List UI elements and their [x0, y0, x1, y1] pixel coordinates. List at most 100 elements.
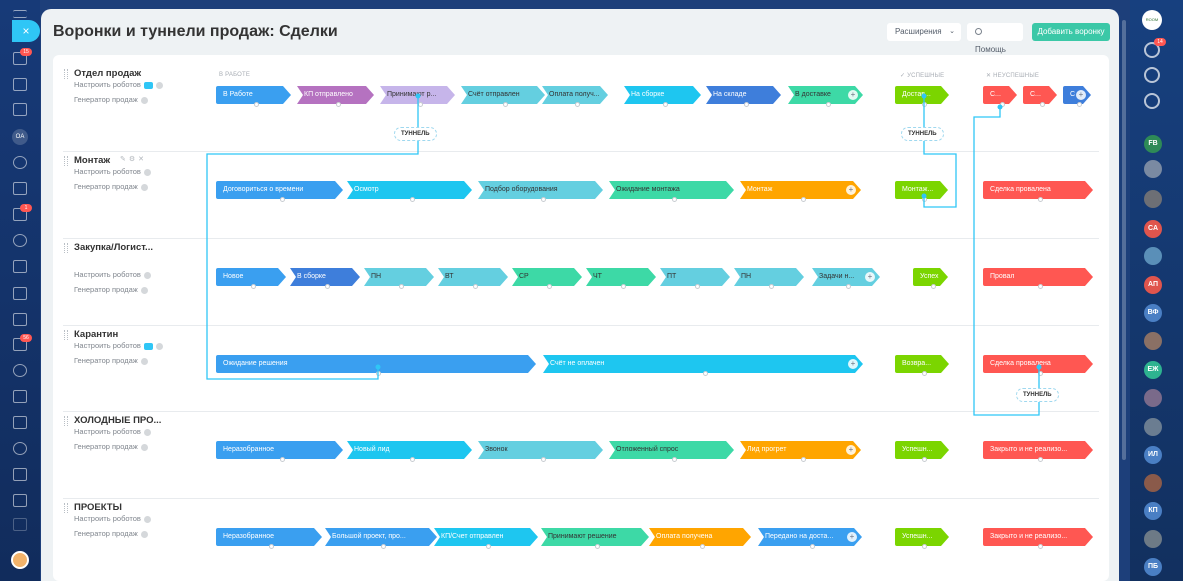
help-icon[interactable] — [155, 81, 163, 89]
robots-link[interactable]: Настроить роботов — [74, 427, 151, 436]
stage-handle[interactable] — [409, 197, 415, 202]
apps-icon[interactable] — [13, 442, 27, 455]
file-icon[interactable] — [13, 260, 27, 273]
help-icon[interactable] — [155, 342, 163, 350]
help-icon[interactable] — [140, 183, 148, 191]
stage[interactable]: В Работе — [216, 86, 291, 104]
funnel-name[interactable]: ХОЛОДНЫЕ ПРО... — [74, 415, 162, 426]
avatar[interactable]: ПБ — [1144, 558, 1162, 576]
stage-handle[interactable] — [1000, 102, 1005, 107]
stage[interactable]: На сборке — [624, 86, 701, 104]
stage[interactable]: Осмотр — [347, 181, 472, 199]
stage[interactable]: ПН — [364, 268, 434, 286]
avatar[interactable] — [1144, 418, 1162, 436]
robots-link[interactable]: Настроить роботов — [74, 341, 163, 350]
stage[interactable]: Передано на доста...+ — [758, 528, 862, 546]
stage-handle[interactable] — [671, 197, 677, 202]
help-icon[interactable] — [140, 357, 148, 365]
robots-link[interactable]: Настроить роботов — [74, 167, 151, 176]
fail-stage[interactable]: С... — [1023, 86, 1057, 104]
avatar[interactable]: FB — [1144, 135, 1162, 153]
stage-handle[interactable] — [810, 544, 815, 549]
company-logo[interactable]: ROOM — [1142, 10, 1162, 30]
fail-stage[interactable]: Сделка провалена — [983, 355, 1093, 373]
stage-handle[interactable] — [486, 544, 491, 549]
generator-link[interactable]: Генератор продаж — [74, 182, 148, 191]
stage-handle[interactable] — [922, 457, 927, 462]
stage-handle[interactable] — [621, 284, 626, 289]
drag-handle-icon[interactable] — [64, 156, 68, 166]
tasks-icon[interactable] — [13, 103, 27, 116]
tunnel-label[interactable]: ТУННЕЛЬ — [1016, 388, 1059, 402]
avatar[interactable] — [1144, 530, 1162, 548]
stage[interactable]: КП/Счет отправлен — [434, 528, 538, 546]
add-stage-icon[interactable]: + — [846, 445, 856, 455]
fail-stage[interactable]: Сделка провалена — [983, 181, 1093, 199]
stage[interactable]: Счёт не оплачен+ — [543, 355, 863, 373]
timeline-icon[interactable] — [1144, 67, 1160, 83]
more-icon[interactable] — [13, 494, 27, 507]
funnel-name[interactable]: ПРОЕКТЫ — [74, 502, 122, 513]
stage-handle[interactable] — [695, 284, 700, 289]
avatar[interactable] — [1144, 332, 1162, 350]
stage-handle[interactable] — [1038, 457, 1043, 462]
stage-handle[interactable] — [540, 457, 546, 462]
add-stage-icon[interactable]: + — [865, 272, 875, 282]
stage[interactable]: ПТ — [660, 268, 730, 286]
stage-handle[interactable] — [253, 102, 259, 107]
help-icon[interactable] — [143, 168, 151, 176]
stage-handle[interactable] — [279, 197, 285, 202]
funnel-name[interactable]: Отдел продаж — [74, 68, 142, 79]
bell-icon[interactable] — [1144, 42, 1160, 58]
stage-handle[interactable] — [399, 284, 404, 289]
generator-link[interactable]: Генератор продаж — [74, 356, 148, 365]
avatar[interactable]: КП — [1144, 502, 1162, 520]
store-icon[interactable] — [13, 313, 27, 326]
stage[interactable]: ЧТ — [586, 268, 656, 286]
success-stage[interactable]: Успех — [913, 268, 948, 286]
stage[interactable]: В доставке+ — [788, 86, 863, 104]
stage[interactable]: ПН — [734, 268, 804, 286]
avatar[interactable] — [1144, 247, 1162, 265]
close-slider-button[interactable]: × — [12, 20, 40, 42]
users-icon[interactable] — [13, 364, 27, 377]
stage-handle[interactable] — [922, 544, 927, 549]
monitor-icon[interactable] — [13, 287, 27, 300]
fail-stage[interactable]: Закрыто и не реализо... — [983, 528, 1093, 546]
stage-handle[interactable] — [800, 197, 806, 202]
user-avatar[interactable] — [11, 551, 29, 569]
avatar[interactable] — [1144, 474, 1162, 492]
drag-handle-icon[interactable] — [64, 69, 68, 79]
tunnel-label[interactable]: ТУННЕЛЬ — [901, 127, 944, 141]
chat-icon[interactable] — [13, 182, 27, 195]
extensions-dropdown[interactable]: Расширения ⌄ — [887, 23, 961, 41]
stage[interactable]: КП отправлено — [297, 86, 374, 104]
help-icon[interactable] — [143, 515, 151, 523]
generator-link[interactable]: Генератор продаж — [74, 442, 148, 451]
avatar[interactable]: ЕЖ — [1144, 361, 1162, 379]
robots-link[interactable]: Настроить роботов — [74, 80, 163, 89]
add-stage-icon[interactable]: + — [848, 359, 858, 369]
stage-handle[interactable] — [251, 284, 256, 289]
stage-handle[interactable] — [595, 544, 600, 549]
briefcase-icon[interactable] — [13, 416, 27, 429]
settings-icon[interactable] — [13, 518, 27, 531]
stage[interactable]: Оплата получена — [649, 528, 751, 546]
stage[interactable]: Монтаж+ — [740, 181, 861, 199]
menu-icon[interactable] — [13, 10, 27, 18]
sites-icon[interactable] — [13, 468, 27, 481]
stage-handle[interactable] — [575, 102, 580, 107]
avatar[interactable] — [1144, 160, 1162, 178]
stage-handle[interactable] — [1040, 102, 1045, 107]
stage[interactable]: СР — [512, 268, 582, 286]
success-stage[interactable]: Успешн... — [895, 441, 949, 459]
stage-handle[interactable] — [269, 544, 274, 549]
calendar-icon[interactable] — [13, 78, 27, 91]
stage-handle[interactable] — [671, 457, 677, 462]
stage[interactable]: Неразобранное — [216, 441, 343, 459]
stage-handle[interactable] — [540, 197, 546, 202]
add-stage-icon[interactable]: + — [846, 185, 856, 195]
stage[interactable]: В сборке — [290, 268, 360, 286]
stage-handle[interactable] — [769, 284, 774, 289]
add-funnel-button[interactable]: Добавить воронку — [1032, 23, 1110, 41]
